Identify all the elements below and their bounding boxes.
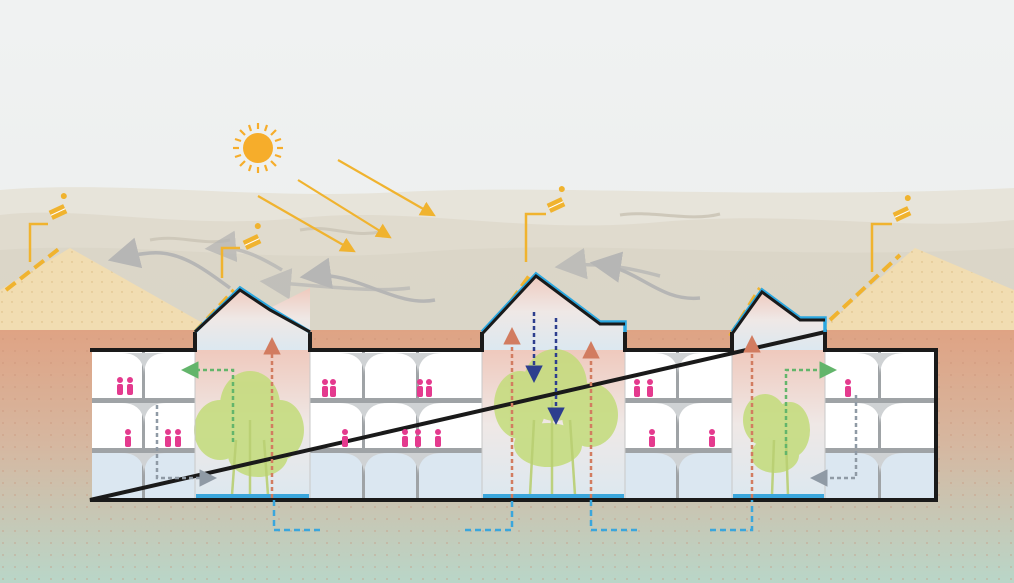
wind-arrow-icon <box>107 230 701 303</box>
grey-air-flow <box>155 395 858 487</box>
cool-air-flow <box>525 312 565 425</box>
green-air-flow <box>181 361 837 455</box>
water-pool <box>196 494 824 499</box>
ground-water-flow <box>272 500 754 532</box>
tree-icon <box>194 349 810 477</box>
person-icon <box>117 377 851 447</box>
solar-panel-icon <box>48 186 912 250</box>
warm-air-flow <box>263 327 761 498</box>
sun-icon <box>233 123 283 173</box>
sun-rays <box>257 159 436 253</box>
